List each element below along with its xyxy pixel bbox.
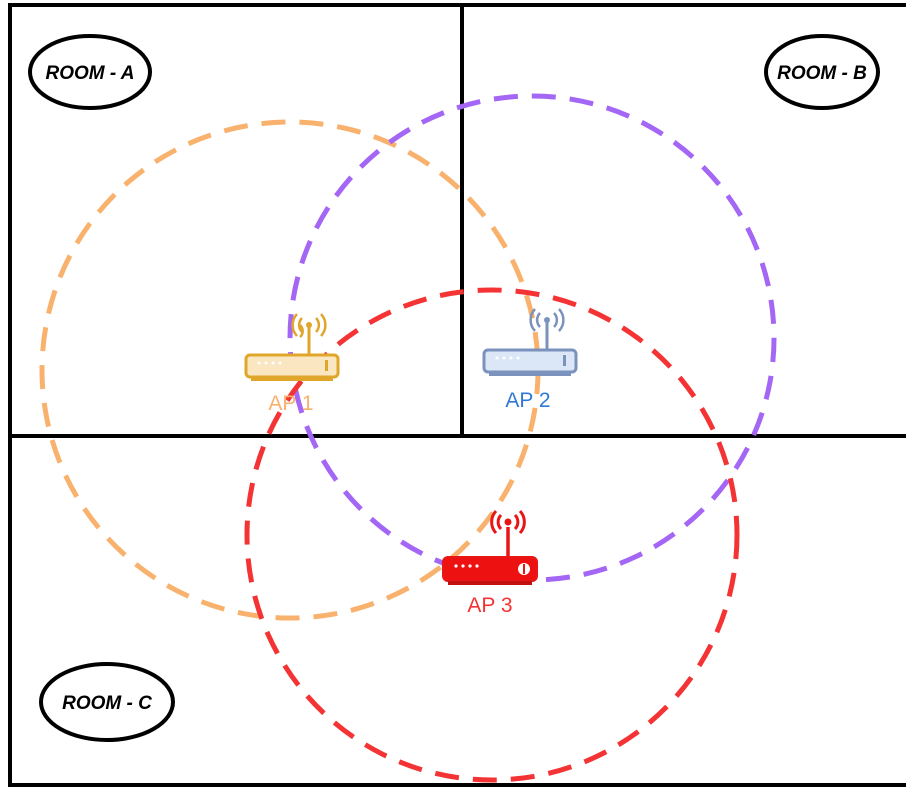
room-c-badge: ROOM - C: [39, 662, 175, 742]
ap1-label: AP 1: [268, 392, 313, 415]
outer-wall: [8, 3, 906, 787]
ap2-router-icon: [482, 308, 578, 376]
ap1-router-icon: [244, 313, 340, 381]
room-c-label: ROOM - C: [62, 693, 152, 714]
ap3-label: AP 3: [467, 594, 512, 617]
room-a-label: ROOM - A: [45, 63, 134, 84]
room-a-badge: ROOM - A: [28, 34, 152, 110]
room-b-badge: ROOM - B: [764, 34, 880, 110]
ap3-coverage-circle: [244, 287, 740, 783]
ap2-label: AP 2: [505, 389, 550, 412]
ap3-router-icon: [442, 509, 538, 585]
ap2-coverage-circle: [287, 93, 777, 583]
room-b-label: ROOM - B: [777, 63, 867, 84]
